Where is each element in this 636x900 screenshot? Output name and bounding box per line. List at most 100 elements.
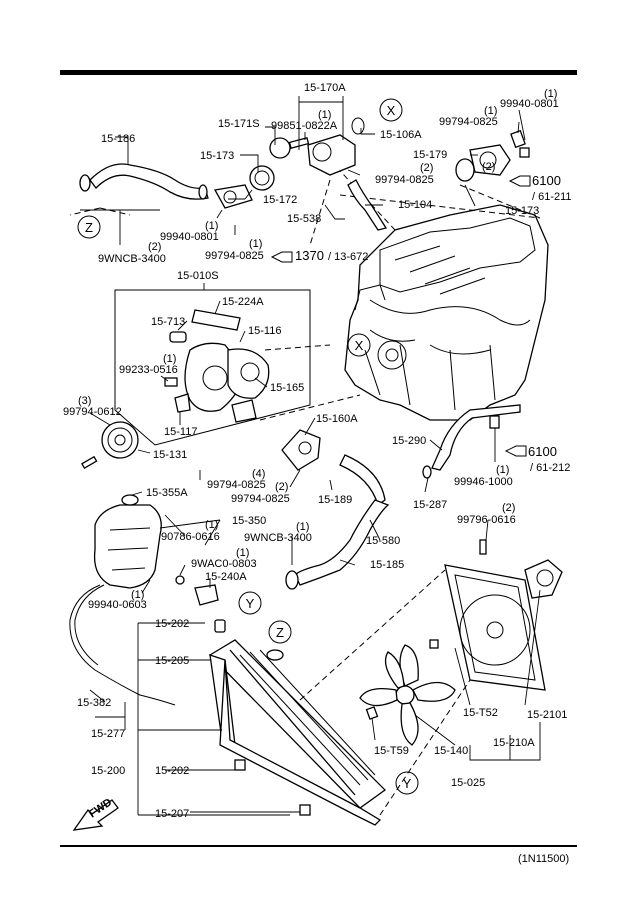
label-99940-qty-0603: (1): [131, 589, 144, 601]
label-15-224a: 15-224A: [222, 296, 264, 308]
label-99946-1000: 99946-1000: [454, 476, 513, 488]
label-99794-0612: 99794-0612: [63, 406, 122, 418]
footer-rule: [60, 845, 577, 847]
label-9wac0-qty: (1): [236, 547, 249, 559]
label-99940-0801-tr: 99940-0801: [500, 98, 559, 110]
label-6100-qty-a: (2): [482, 161, 495, 173]
label-15-713: 15-713: [151, 316, 185, 328]
label-15-240a: 15-240A: [205, 571, 247, 583]
label-15-t52: 15-T52: [463, 707, 498, 719]
label-15-202-b: 15-202: [155, 765, 189, 777]
fwd-arrow-icon: FWD: [72, 796, 119, 831]
label-15-382: 15-382: [77, 697, 111, 709]
ref-circle-z-left: Z: [77, 215, 101, 239]
label-6100-a: 6100: [532, 173, 561, 188]
diagram-code: (1N11500): [518, 853, 569, 865]
label-15-287: 15-287: [413, 499, 447, 511]
leader-lines: [80, 96, 541, 816]
thermostat-housing-assembly: [213, 117, 365, 209]
label-99796-0616: 99796-0616: [457, 514, 516, 526]
ref-circle-y-radiator: Y: [395, 771, 419, 795]
ref-circle-x-top: X: [379, 98, 403, 122]
label-15-173-l: 15-173: [200, 150, 234, 162]
label-15-538: 15-538: [287, 213, 321, 225]
svg-text:Y: Y: [246, 596, 255, 611]
upper-hose-186: [79, 163, 209, 200]
fan-motor-2101: [524, 559, 563, 599]
label-99794-0825-b1: 99794-0825: [207, 479, 266, 491]
fan-blade-140: [359, 644, 456, 746]
label-15-2101: 15-2101: [527, 709, 567, 721]
label-15-104: 15-104: [398, 199, 432, 211]
label-99794-0825-l: 99794-0825: [205, 250, 264, 262]
label-9wncb-qty-r: (1): [296, 521, 309, 533]
label-15-116: 15-116: [248, 325, 281, 337]
label-99946-qty: (1): [496, 464, 509, 476]
label-6100-b: 6100: [528, 444, 557, 459]
ref-circle-x-mid: X: [347, 333, 371, 357]
label-15-189: 15-189: [318, 494, 352, 506]
svg-text:Y: Y: [403, 776, 412, 791]
label-99794-0825-mid: 99794-0825: [375, 174, 434, 186]
lower-hose-185: [285, 454, 390, 590]
label-15-106a: 15-106A: [380, 129, 422, 141]
pulley-131: [81, 421, 139, 469]
ref-arrow-icon-6100-b: [504, 445, 527, 457]
label-15-173-r: 15-173: [505, 205, 539, 217]
svg-text:Z: Z: [85, 220, 93, 235]
label-99794-0825-tr: 99794-0825: [439, 116, 498, 128]
water-inlet-160a: [281, 429, 321, 471]
label-99796-qty: (2): [502, 502, 515, 514]
label-15-160a: 15-160A: [316, 413, 358, 425]
fan-shroud-210a: [444, 564, 546, 691]
svg-text:Z: Z: [276, 625, 284, 640]
label-99940-0801-l: 99940-0801: [160, 231, 219, 243]
label-15-170a: 15-170A: [304, 82, 346, 94]
header-rule: [60, 70, 577, 75]
label-99940-0603: 99940-0603: [88, 599, 147, 611]
coolant-reservoir-350: [69, 494, 176, 706]
label-15-186: 15-186: [101, 133, 135, 145]
svg-text:X: X: [387, 103, 396, 118]
label-15-171s: 15-171S: [218, 118, 260, 130]
bypass-pipe-290: [422, 404, 521, 479]
label-15-580: 15-580: [366, 535, 400, 547]
label-99794-qty-mid: (2): [420, 162, 433, 174]
label-15-200: 15-200: [91, 765, 125, 777]
label-90786-qty: (1): [205, 519, 218, 531]
label-9wncb-3400-r: 9WNCB-3400: [244, 532, 312, 544]
bracket-240a: [175, 575, 219, 606]
label-15-172: 15-172: [263, 194, 297, 206]
ref-circle-y-hose: Y: [238, 591, 262, 615]
label-15-355a: 15-355A: [146, 487, 188, 499]
label-99233-qty: (1): [163, 353, 176, 365]
ref-arrow-icon-1370: [270, 251, 293, 263]
label-90786-0616: 90786-0616: [161, 531, 220, 543]
label-1370: 1370: [295, 248, 324, 263]
label-15-185: 15-185: [370, 559, 404, 571]
label-13-672: / 13-672: [328, 251, 368, 263]
label-99940-qty-tr: (1): [544, 88, 557, 100]
label-61-212: / 61-212: [530, 462, 570, 474]
label-15-202-a: 15-202: [155, 618, 189, 630]
label-15-010s: 15-010S: [177, 270, 219, 282]
label-99794-qty-b1: (4): [252, 468, 265, 480]
label-99794-qty-l: (1): [249, 238, 262, 250]
label-15-207: 15-207: [155, 808, 189, 820]
label-15-179: 15-179: [413, 149, 447, 161]
label-99940-qty-l: (1): [205, 220, 218, 232]
label-15-117: 15-117: [164, 426, 197, 438]
label-15-277: 15-277: [91, 728, 125, 740]
label-99851-qty: (1): [318, 109, 331, 121]
label-15-205: 15-205: [155, 655, 189, 667]
water-pump-kit-box: [114, 289, 331, 446]
label-99794-qty-tr: (1): [484, 105, 497, 117]
label-15-165: 15-165: [270, 382, 304, 394]
label-9wncb-qty-l: (2): [148, 241, 161, 253]
water-outlet-179: [455, 129, 530, 182]
label-15-350: 15-350: [232, 515, 266, 527]
ref-arrow-icon-6100-a: [508, 175, 531, 187]
label-9wncb-3400-l: 9WNCB-3400: [98, 253, 166, 265]
label-15-210a: 15-210A: [493, 737, 535, 749]
